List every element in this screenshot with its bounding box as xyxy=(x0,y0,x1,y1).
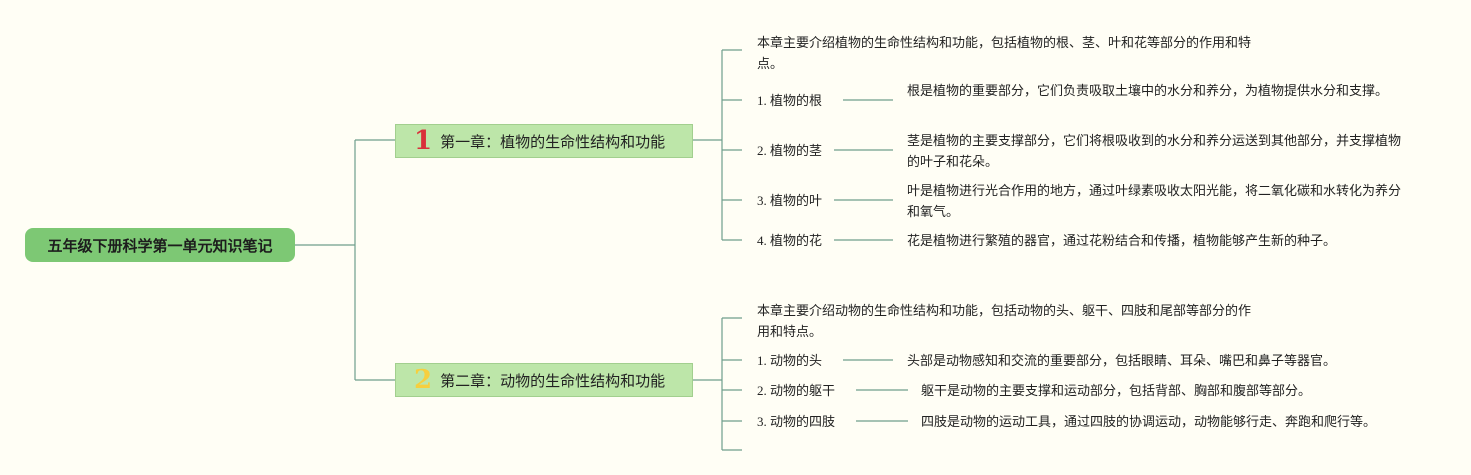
chapter-2-item-3-label: 3. 动物的四肢 xyxy=(757,414,836,429)
chapter-2-item-1-label: 1. 动物的头 xyxy=(757,353,823,368)
chapter-1-item-3-label: 3. 植物的叶 xyxy=(757,193,823,208)
root-node[interactable]: 五年级下册科学第一单元知识笔记 xyxy=(25,228,295,262)
chapter-2-item-3-desc: 四肢是动物的运动工具，通过四肢的协调运动，动物能够行走、奔跑和爬行等。 xyxy=(921,414,1377,429)
chapter-1-item-2-label: 2. 植物的茎 xyxy=(757,143,823,158)
chapter-2-node[interactable]: 2 第二章：动物的生命性结构和功能 xyxy=(395,363,693,397)
chapter-1-item-3-desc: 叶是植物进行光合作用的地方，通过叶绿素吸收太阳光能，将二氧化碳和水转化为养分和氧… xyxy=(907,183,1402,219)
chapter-2-intro: 本章主要介绍动物的生命性结构和功能，包括动物的头、躯干、四肢和尾部等部分的作用和… xyxy=(757,303,1252,339)
chapter-2-item-2-desc: 躯干是动物的主要支撑和运动部分，包括背部、胸部和腹部等部分。 xyxy=(921,383,1312,398)
chapter-number-2: 2 xyxy=(414,365,433,395)
chapter-2-item-1-desc: 头部是动物感知和交流的重要部分，包括眼睛、耳朵、嘴巴和鼻子等器官。 xyxy=(907,353,1337,368)
chapter-1-item-1-label: 1. 植物的根 xyxy=(757,93,823,108)
chapter-1-item-2-desc: 茎是植物的主要支撑部分，它们将根吸收到的水分和养分运送到其他部分，并支撑植物的叶… xyxy=(907,133,1402,169)
chapter-1-item-4-desc: 花是植物进行繁殖的器官，通过花粉结合和传播，植物能够产生新的种子。 xyxy=(907,233,1337,248)
root-title: 五年级下册科学第一单元知识笔记 xyxy=(47,236,273,255)
chapter-1-item-1-desc: 根是植物的重要部分，它们负责吸取土壤中的水分和养分，为植物提供水分和支撑。 xyxy=(907,83,1389,98)
chapter-2-title: 第二章：动物的生命性结构和功能 xyxy=(440,371,666,390)
chapter-number-1: 1 xyxy=(414,126,433,156)
chapter-1-intro: 本章主要介绍植物的生命性结构和功能，包括植物的根、茎、叶和花等部分的作用和特点。 xyxy=(757,35,1252,71)
chapter-1-title: 第一章：植物的生命性结构和功能 xyxy=(440,132,666,151)
chapter-2-item-2-label: 2. 动物的躯干 xyxy=(757,383,836,398)
chapter-1-item-4-label: 4. 植物的花 xyxy=(757,233,823,248)
chapter-1-node[interactable]: 1 第一章：植物的生命性结构和功能 xyxy=(395,124,693,158)
